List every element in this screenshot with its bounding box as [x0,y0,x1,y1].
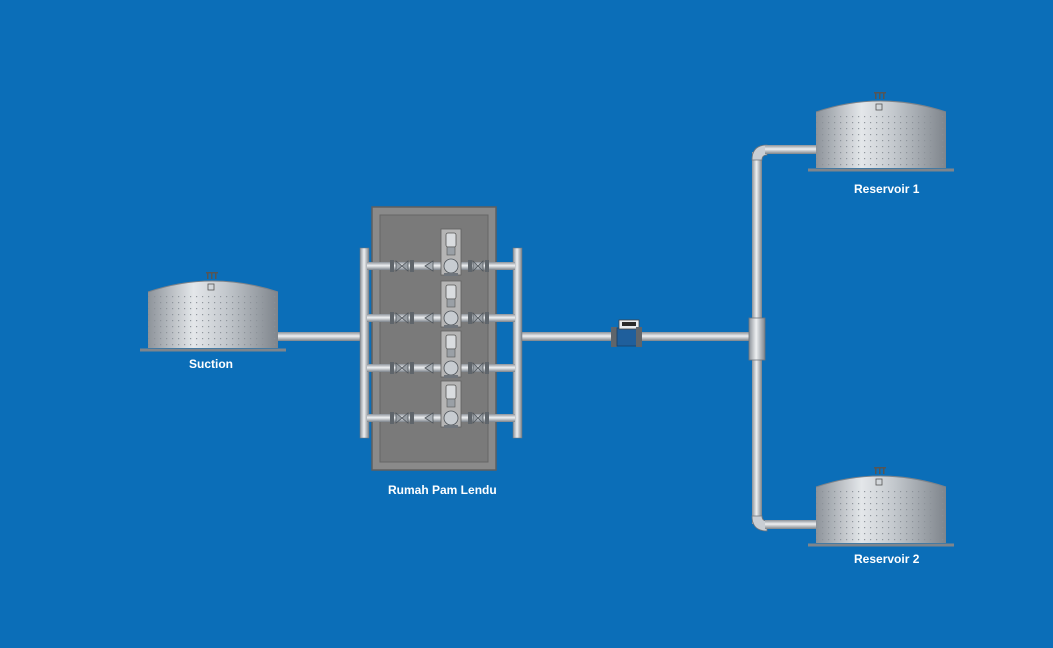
discharge-header [512,247,523,439]
flow-meter-icon[interactable] [611,319,642,347]
suction-pipe [278,332,368,341]
suction-label: Suction [189,357,233,371]
discharge-valve-icon [468,260,489,272]
tee-fitting [748,317,766,361]
pump-icon[interactable] [440,228,462,276]
vent-icon [206,272,218,279]
suction-header [359,247,370,439]
gate-valve-icon [390,260,414,272]
reservoir-2-inlet-pipe [765,520,817,529]
pump-house [371,206,497,471]
reservoir-1-tank[interactable] [806,90,956,172]
discharge-pipe [520,332,620,341]
suction-tank[interactable] [140,272,286,352]
reservoir-1-label: Reservoir 1 [854,182,920,196]
reservoir-1-inlet-pipe [765,145,817,154]
pump-train-1 [367,228,515,276]
elbow-bottom [751,515,768,532]
pump-house-label: Rumah Pam Lendu [388,483,497,497]
main-line-pipe [640,332,755,341]
reservoir-2-label: Reservoir 2 [854,552,920,566]
check-valve-icon [424,260,434,272]
reservoir-2-tank[interactable] [806,465,956,547]
elbow-top [751,144,768,161]
